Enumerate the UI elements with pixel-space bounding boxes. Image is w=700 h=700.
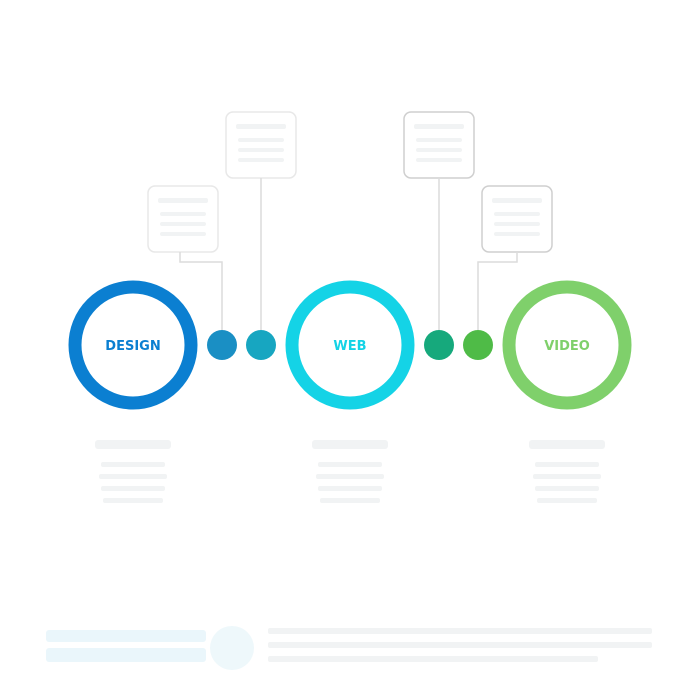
connector-4 [477, 252, 518, 330]
connector-dot-1 [207, 330, 237, 360]
callout-box-1 [147, 185, 219, 253]
step-label-web: WEB [333, 339, 366, 354]
step-design: DESIGN [68, 280, 198, 410]
step-label-design: DESIGN [105, 339, 160, 354]
connector-dot-4 [463, 330, 493, 360]
footer-band [46, 626, 652, 670]
step-label-video: VIDEO [544, 339, 590, 354]
description-web [312, 440, 388, 503]
callout-box-3 [403, 111, 475, 179]
connector-dot-2 [246, 330, 276, 360]
connector-1 [179, 252, 223, 330]
callout-group [147, 111, 553, 330]
footer-logo-circle [210, 626, 254, 670]
callout-box-4 [481, 185, 553, 253]
connector-dot-3 [424, 330, 454, 360]
step-web: WEB [285, 280, 415, 410]
description-video [529, 440, 605, 503]
step-ring-design [68, 280, 198, 410]
description-blocks [95, 440, 605, 503]
step-ring-video [502, 280, 632, 410]
step-video: VIDEO [502, 280, 632, 410]
callout-box-2 [225, 111, 297, 179]
step-ring-web [285, 280, 415, 410]
description-design [95, 440, 171, 503]
